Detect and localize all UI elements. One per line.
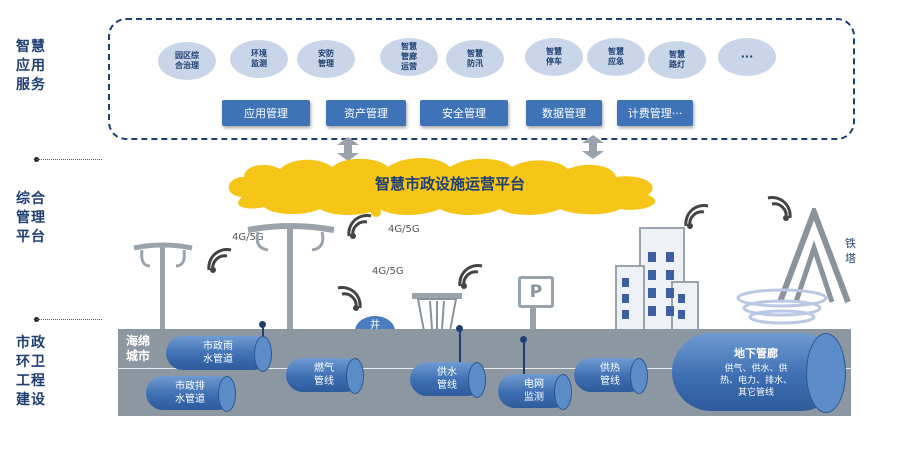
section-separator — [36, 319, 102, 320]
utility-tunnel-description: 供气、供水、供 热、电力、排水、 其它管线 — [719, 364, 792, 398]
section-label-platform: 综合 管理 平台 — [16, 191, 46, 245]
security-management-button[interactable]: 安全管理 — [420, 100, 508, 126]
tower-icon — [777, 208, 851, 304]
parking-sign-icon: P — [518, 276, 554, 308]
double-arrow-icon — [337, 137, 359, 161]
streetlamp-icon — [247, 223, 335, 330]
app-flood-control[interactable]: 智慧 防汛 — [446, 40, 504, 78]
power-grid-monitoring[interactable]: 电网 监测 — [498, 374, 572, 410]
network-label: 4G/5G — [388, 224, 420, 235]
app-management-button[interactable]: 应用管理 — [222, 100, 310, 126]
wifi-signal-icon — [347, 214, 372, 239]
swirl-icon — [736, 288, 828, 325]
streetlamp-icon — [133, 242, 193, 330]
water-supply-pipeline[interactable]: 供水 管线 — [410, 362, 486, 398]
sensor-line — [523, 340, 525, 380]
wifi-signal-icon — [207, 248, 232, 273]
network-label: 4G/5G — [372, 266, 404, 277]
section-separator — [36, 159, 102, 160]
ground-divider-line — [118, 368, 851, 369]
heating-pipeline[interactable]: 供热 管线 — [574, 358, 648, 394]
sponge-city-label: 海绵 城市 — [126, 334, 151, 363]
billing-management-button[interactable]: 计费管理··· — [617, 100, 693, 126]
building-icon — [615, 227, 699, 332]
trash-bin-icon — [412, 293, 462, 332]
app-utility-tunnel-operation[interactable]: 智慧 管廊 运营 — [380, 38, 438, 76]
app-smart-emergency[interactable]: 智慧 应急 — [587, 38, 645, 76]
sensor-node — [259, 321, 266, 328]
app-park-governance[interactable]: 园区综 合治理 — [158, 42, 216, 80]
wifi-signal-icon — [337, 286, 362, 311]
platform-title: 智慧市政设施运营平台 — [374, 175, 525, 193]
sensor-node — [456, 325, 463, 332]
section-label-municipal: 市政 环卫 工程 建设 — [16, 335, 46, 408]
parking-sign-pole — [530, 305, 536, 331]
data-management-button[interactable]: 数据管理 — [526, 100, 602, 126]
app-security-management[interactable]: 安防 管理 — [297, 40, 355, 78]
app-smart-streetlight[interactable]: 智慧 路灯 — [648, 41, 706, 79]
app-smart-parking[interactable]: 智慧 停车 — [525, 38, 583, 76]
application-service-box — [108, 18, 855, 140]
drainage-pipe[interactable]: 市政排 水管道 — [146, 376, 236, 412]
section-label-service: 智慧 应用 服务 — [16, 39, 46, 93]
app-environment-monitoring[interactable]: 环境 监测 — [230, 40, 288, 78]
app-more[interactable]: ··· — [718, 38, 776, 76]
network-label: 4G/5G — [232, 232, 264, 243]
wifi-signal-icon — [767, 196, 792, 221]
utility-tunnel-title: 地下管廊 — [734, 347, 778, 360]
wifi-signal-icon — [458, 264, 483, 289]
gas-pipeline[interactable]: 燃气 管线 — [286, 358, 364, 394]
utility-tunnel[interactable]: 地下管廊 供气、供水、供 热、电力、排水、 其它管线 — [672, 333, 846, 413]
wifi-signal-icon — [684, 204, 709, 229]
platform-cloud-icon — [228, 158, 656, 217]
sensor-node — [520, 336, 527, 343]
asset-management-button[interactable]: 资产管理 — [326, 100, 406, 126]
rainwater-pipe[interactable]: 市政雨 水管道 — [166, 336, 272, 372]
sensor-line — [459, 329, 461, 365]
double-arrow-icon — [582, 135, 604, 159]
tower-label: 铁 塔 — [845, 237, 856, 265]
